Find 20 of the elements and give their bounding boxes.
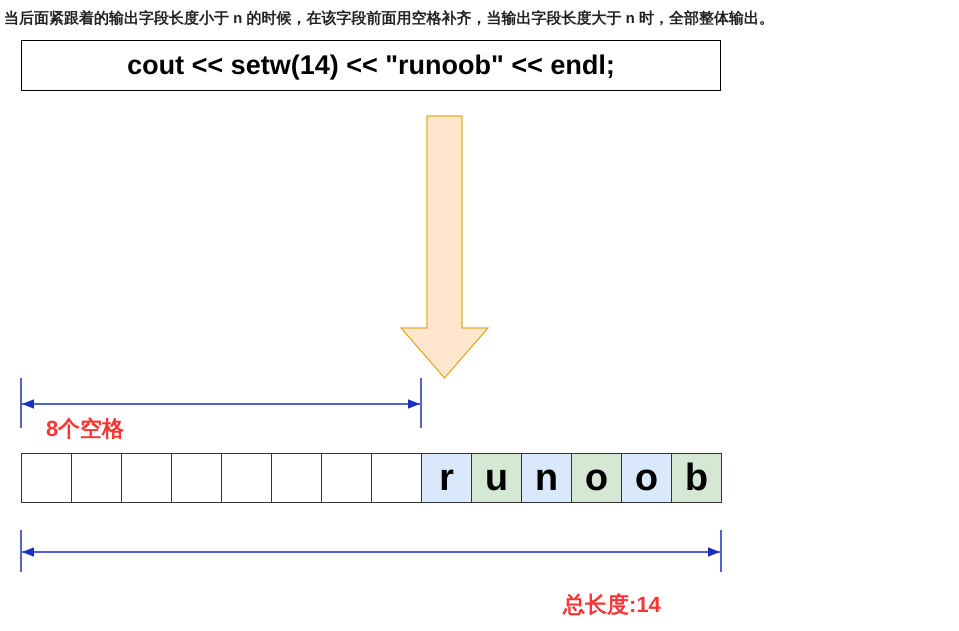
code-box: cout << setw(14) << "runoob" << endl; xyxy=(21,40,721,91)
character-cell: o xyxy=(571,453,622,503)
character-cell: o xyxy=(621,453,672,503)
blank-cell xyxy=(371,453,422,503)
dimension-label: 8个空格 xyxy=(46,415,124,443)
character-cell: n xyxy=(521,453,572,503)
heading: 当后面紧跟着的输出字段长度小于 n 的时候，在该字段前面用空格补齐，当输出字段长度大于 n 时，全部整体输出。 xyxy=(4,9,774,28)
character-cell: b xyxy=(671,453,722,503)
arrow xyxy=(400,116,490,379)
character-cell: u xyxy=(471,453,522,503)
blank-cell xyxy=(221,453,272,503)
blank-cell xyxy=(321,453,372,503)
character-cell-row xyxy=(21,453,721,503)
blank-cell xyxy=(21,453,72,503)
character-cell: r xyxy=(421,453,472,503)
blank-cell xyxy=(171,453,222,503)
blank-cell xyxy=(71,453,122,503)
blank-cell xyxy=(121,453,172,503)
dimension-label: 总长度:14 xyxy=(563,591,661,619)
blank-cell xyxy=(271,453,322,503)
